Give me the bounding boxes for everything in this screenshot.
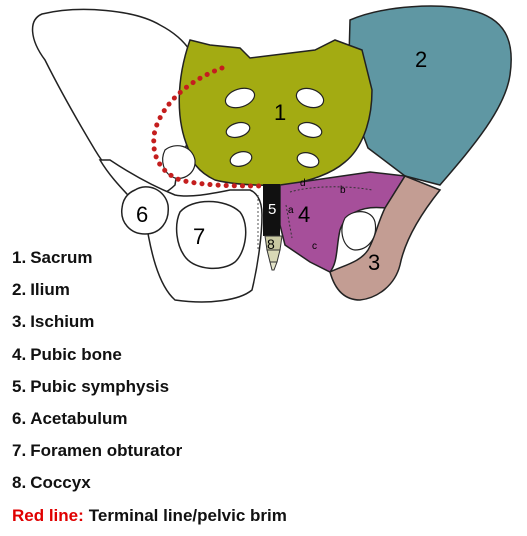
legend-item-number: 1. [12, 248, 27, 267]
ilium-shape [347, 5, 512, 186]
legend-red-line-item: Red line:Terminal line/pelvic brim [12, 504, 287, 536]
sacral-foramina [224, 87, 325, 168]
legend-item: 7.Foramen obturator [12, 439, 287, 471]
legend-item-label: Sacrum [30, 248, 93, 267]
ischium-shape [329, 175, 442, 301]
label-letter-c: c [312, 241, 317, 252]
legend-item-number: 6. [12, 408, 27, 428]
left-sacroiliac-lobe [162, 145, 196, 179]
label-pubic-bone-number: 4 [298, 202, 310, 227]
right-obturator-opening [341, 211, 377, 251]
legend-item: 8.Coccyx [12, 471, 287, 503]
legend-item-number: 4. [12, 344, 27, 364]
legend-red-line-label: Red line: [12, 505, 84, 525]
legend-item: 6.Acetabulum [12, 407, 287, 439]
legend-item-number: 8. [12, 473, 27, 493]
legend-item: 4.Pubic bone [12, 343, 287, 375]
foramen-obturator-outline [175, 200, 247, 270]
legend-item-label: Ilium [30, 280, 70, 300]
label-letter-b: b [340, 185, 346, 196]
label-symphysis-number: 5 [268, 201, 276, 218]
label-ischium-number: 3 [368, 250, 380, 275]
legend-item-label: Ischium [30, 312, 95, 332]
legend-item: 3.Ischium [12, 310, 287, 342]
legend-item-number: 7. [12, 441, 27, 461]
acetabulum-outline [121, 186, 169, 235]
legend-item-label: Coccyx [30, 473, 91, 493]
coccyx-shape [264, 235, 283, 271]
label-coccyx-number: 8 [267, 236, 275, 252]
legend: 1.Sacrum 2.Ilium 3.Ischium 4.Pubic bone … [12, 246, 287, 536]
pubic-symphysis-shape [263, 184, 280, 236]
legend-item-label: Acetabulum [30, 408, 128, 428]
legend-item-number: 2. [12, 280, 27, 300]
label-foramen-obturator-number: 7 [193, 224, 205, 249]
legend-item: 2.Ilium [12, 278, 287, 310]
label-acetabulum-number: 6 [136, 202, 148, 227]
legend-item-label: Foramen obturator [30, 441, 183, 461]
legend-red-line-text: Terminal line/pelvic brim [88, 505, 287, 525]
pubic-dotted-lines [285, 186, 373, 239]
label-ilium-number: 2 [415, 47, 427, 72]
legend-item-number: 5. [12, 376, 27, 396]
legend-item-label: Pubic symphysis [30, 376, 170, 396]
label-sacrum-number: 1 [274, 100, 286, 125]
label-letter-a: a [288, 205, 294, 216]
legend-item: 1.Sacrum [12, 246, 287, 278]
label-letter-d: d [300, 178, 306, 189]
legend-item-label: Pubic bone [30, 344, 122, 364]
legend-item: 5.Pubic symphysis [12, 375, 287, 407]
legend-item-number: 3. [12, 312, 27, 332]
